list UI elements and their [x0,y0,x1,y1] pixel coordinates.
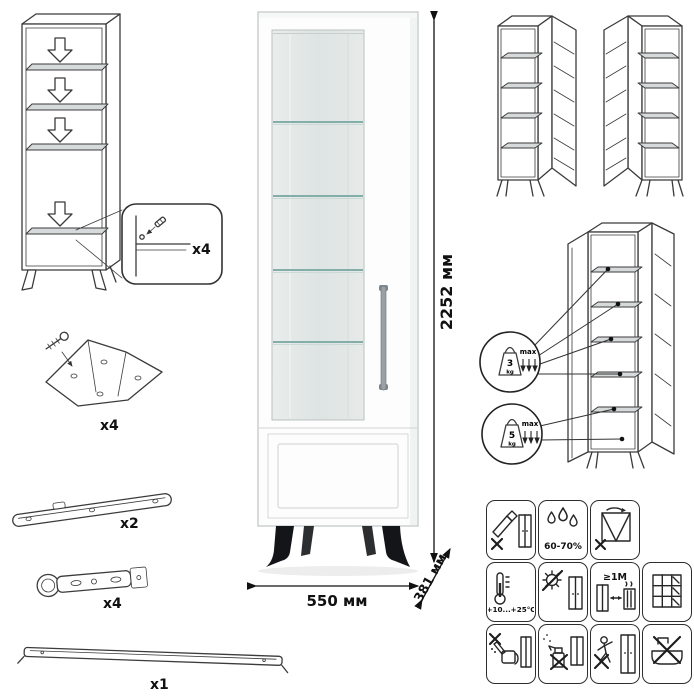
glass-shelf-load-badge: 3 kg max [479,331,541,393]
svg-text:3: 3 [507,359,513,369]
leg [91,269,107,291]
handle-qty: x1 [150,677,169,693]
leg-bracket-qty: x4 [100,418,119,434]
shelf-pin-icon [154,216,167,228]
load-limit-diagram: 3 kg max 5 kg max [479,222,675,469]
glass-shelves [273,121,363,345]
width-dimension: 550 мм [306,592,367,610]
open-door [603,15,629,187]
front-leg [266,526,294,567]
no-harsh-cleaning-icon [543,634,584,671]
no-sunlight-cell [538,562,588,622]
svg-text:+10...+25°C: +10...+25°C [488,605,534,614]
min-distance-cell: ≥1M [590,562,640,622]
handle-part: x1 [17,646,289,693]
svg-text:kg: kg [506,370,514,376]
no-cutting-cell [486,500,536,560]
svg-text:kg: kg [508,442,516,448]
temperature-icon: +10...+25°C [488,572,534,614]
insert-arrow-icon [47,201,73,227]
no-washing-icon [651,635,683,665]
svg-text:max: max [520,348,537,356]
no-spill-cell [486,624,536,684]
wall-grid-icon [652,574,682,608]
bottom-shelf-load-badge: 5 kg max [481,403,543,465]
glass-shelf [25,63,109,71]
depth-dimension: 381 мм [412,552,451,606]
back-leg [362,526,376,556]
shelf-pin-qty: x4 [192,242,211,258]
no-climbing-cell [590,624,640,684]
insert-arrow-icon [47,117,73,143]
back-leg [301,526,314,556]
rail-part: x2 [12,493,172,532]
leg-bracket-part: x4 [45,331,163,434]
svg-text:≥1M: ≥1M [603,572,627,583]
hinge-qty: x4 [103,596,122,612]
no-tilt-window-icon [594,507,631,551]
glass-shelf [25,103,109,111]
care-icons-grid: 60-70% +10...+25°C [486,500,694,688]
no-tilt-cell [590,500,640,560]
cabinet-view-front [496,15,577,197]
glass-shelf [25,143,109,151]
glass-door [271,29,365,421]
no-cutting-icon [490,510,532,551]
door-handle [380,285,387,391]
wall-mount-cell [642,562,692,622]
no-spill-icon [489,632,532,668]
height-dimension: 2252 мм [437,254,456,330]
no-harsh-cleaning-cell [538,624,588,684]
bottom-door [267,433,409,519]
no-sunlight-icon [541,569,583,610]
front-leg [382,526,410,567]
hinge-part: x4 [36,566,148,612]
svg-text:5: 5 [509,431,515,441]
dimensions-overlay: 2252 мм 550 мм 381 мм [246,10,456,610]
main-cabinet-image [257,11,419,576]
open-door-right [651,222,675,455]
bottom-shelf [25,227,109,235]
svg-text:60-70%: 60-70% [544,542,582,552]
shelf-pin-callout: x4 [75,203,223,285]
temperature-cell: +10...+25°C [486,562,536,622]
rail-qty: x2 [120,516,139,532]
humidity-cell: 60-70% [538,500,588,560]
open-door [551,15,577,187]
no-climbing-icon [593,634,636,674]
leg [21,269,37,291]
shelf-placement-diagram [21,13,121,291]
depth-arrow [414,547,451,610]
open-door-left [567,231,589,463]
screw-icon [45,331,69,350]
no-washing-cell [642,624,692,684]
humidity-icon: 60-70% [544,507,582,552]
svg-text:max: max [522,420,539,428]
cabinet-view-back [603,15,684,197]
insert-arrow-icon [47,37,73,63]
min-distance-icon: ≥1M [596,572,636,612]
insert-arrow-icon [47,77,73,103]
